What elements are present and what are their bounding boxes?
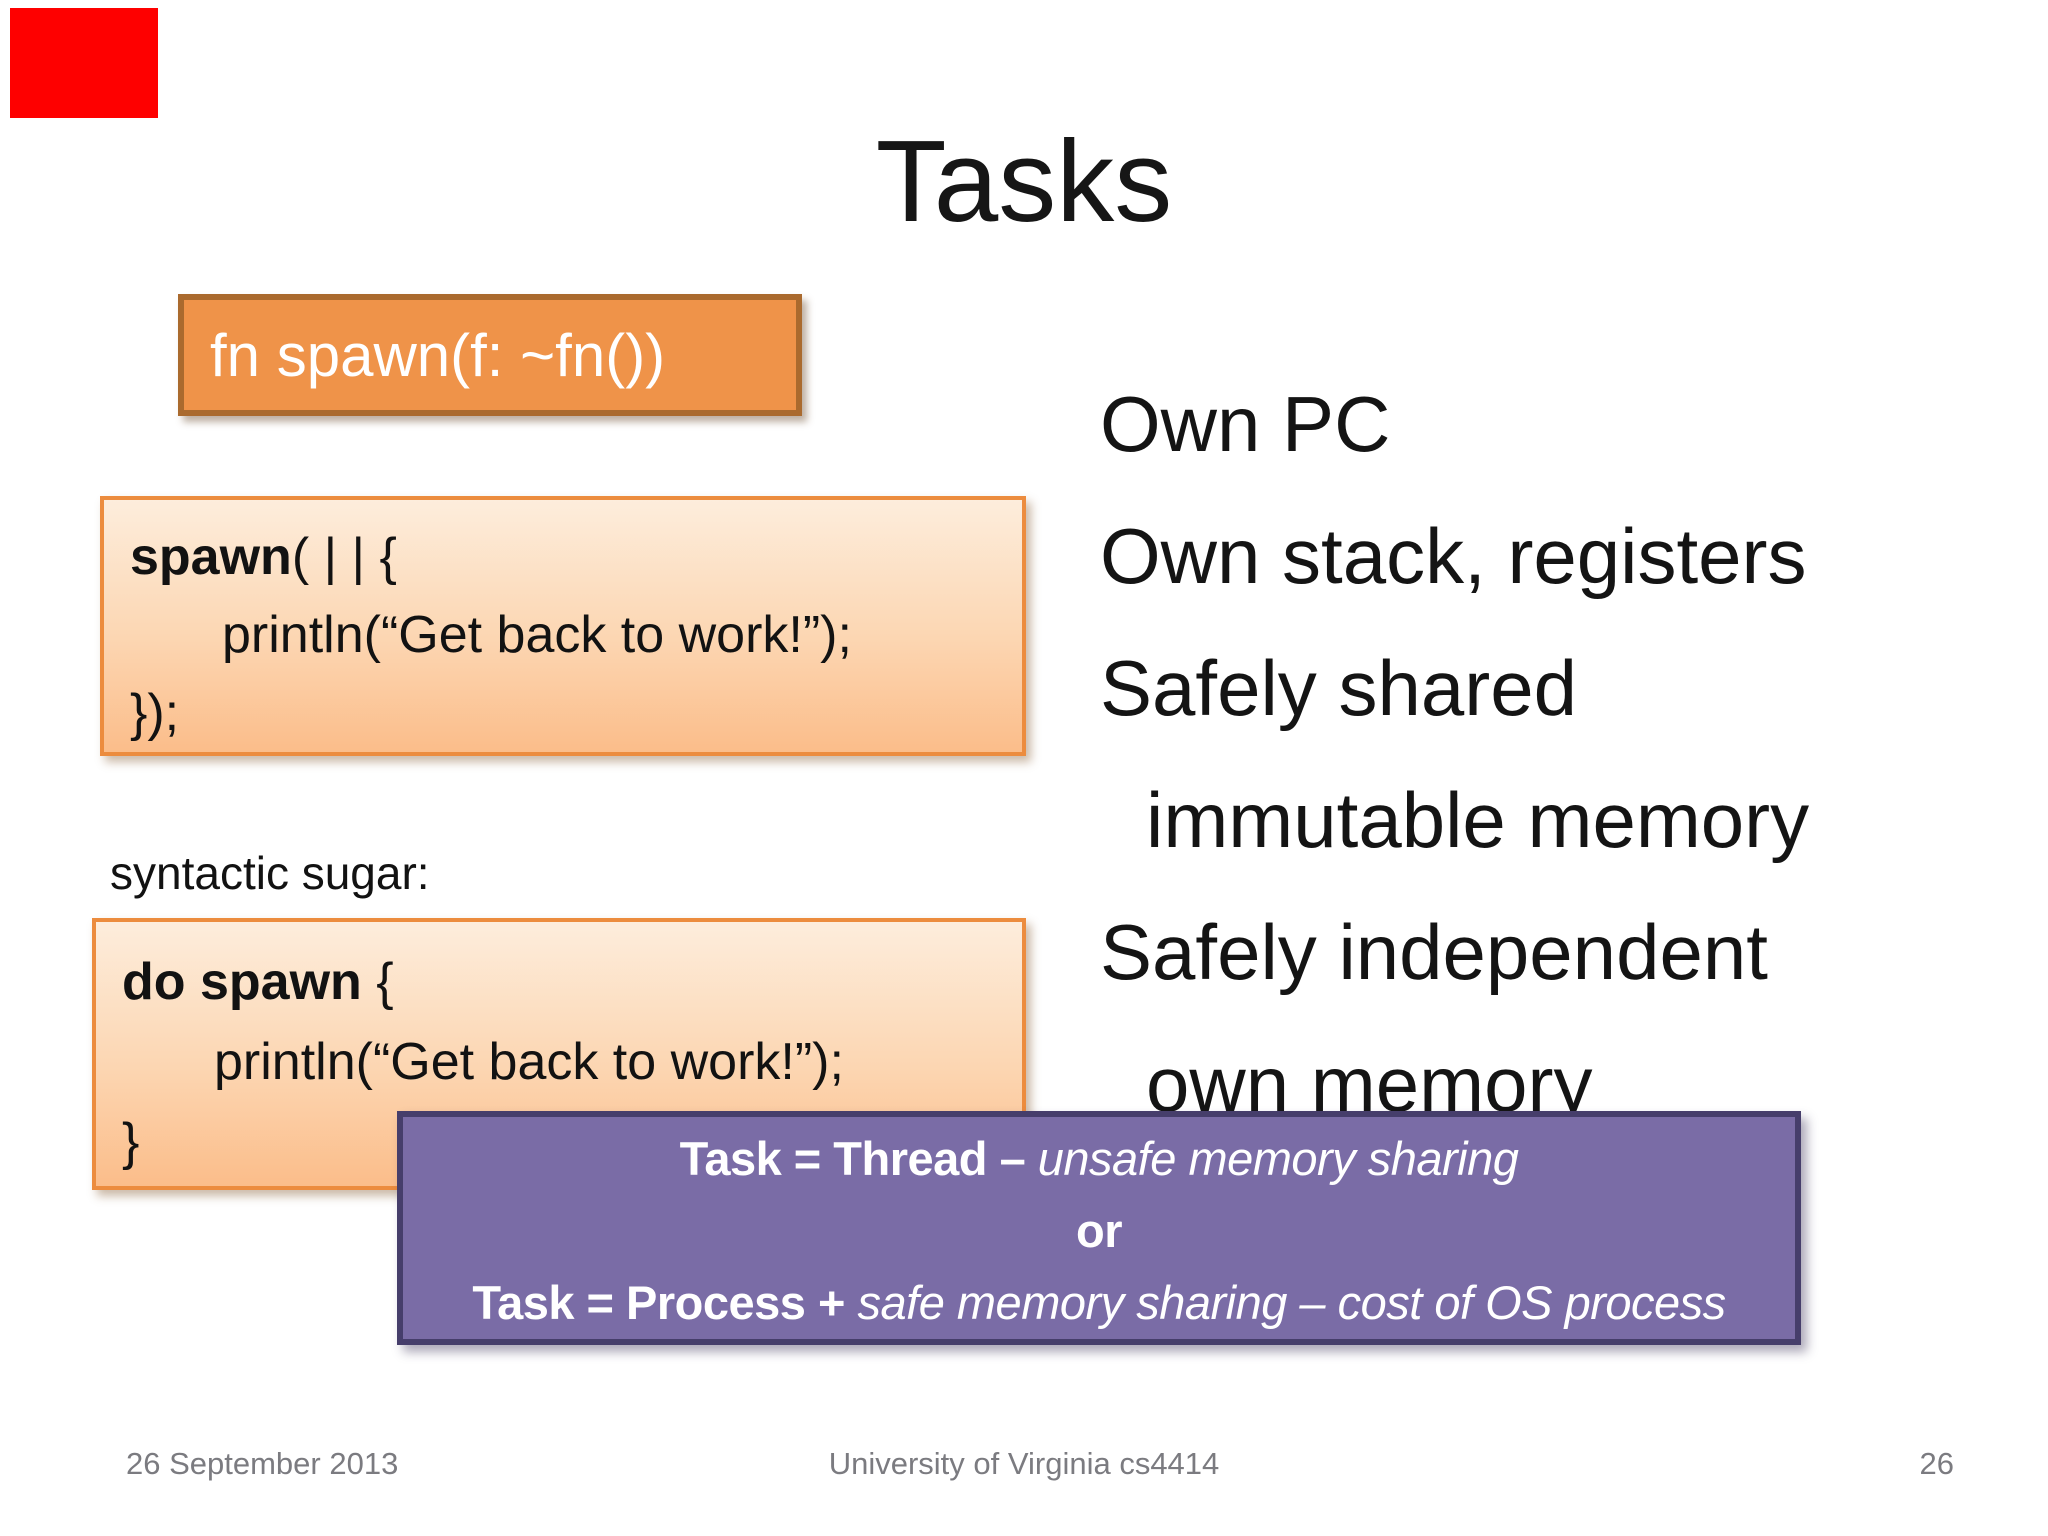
task-note-box: Task = Thread – unsafe memory sharing or… — [397, 1111, 1801, 1345]
slide-footer: 26 September 2013 University of Virginia… — [0, 1446, 2048, 1486]
task-note-italic: safe memory sharing – cost of OS process — [857, 1276, 1727, 1329]
task-properties-list: Own PC Own stack, registers Safely share… — [1100, 358, 1809, 1150]
syntactic-sugar-label: syntactic sugar: — [110, 847, 430, 899]
fn-signature-box: fn spawn(f: ~fn()) — [178, 294, 802, 416]
property-line: immutable memory — [1146, 776, 1810, 864]
footer-date: 26 September 2013 — [126, 1446, 399, 1481]
code-keyword: do spawn — [122, 953, 362, 1011]
code-line: println(“Get back to work!”); — [222, 606, 852, 664]
code-line: do spawn { — [122, 942, 1022, 1022]
code-line: println(“Get back to work!”); — [214, 1033, 844, 1091]
code-keyword: spawn — [130, 528, 292, 586]
code-line: spawn( | | { — [130, 518, 1022, 596]
code-line: }); — [130, 684, 180, 742]
task-note-bold: Task = Thread – — [679, 1132, 1038, 1185]
spawn-code-box: spawn( | | { println(“Get back to work!”… — [100, 496, 1026, 756]
property-line: Own PC — [1100, 380, 1391, 468]
code-text: ( | | { — [291, 528, 397, 586]
red-marker — [10, 8, 158, 118]
property-line: Safely shared — [1100, 644, 1577, 732]
task-note-or: or — [1076, 1204, 1123, 1257]
task-note-line: Task = Process + safe memory sharing – c… — [403, 1267, 1795, 1339]
property-line: Own stack, registers — [1100, 512, 1807, 600]
task-note-bold: Task = Process + — [472, 1276, 858, 1329]
task-note-italic: unsafe memory sharing — [1037, 1132, 1519, 1185]
code-line: } — [122, 1113, 140, 1171]
footer-course: University of Virginia cs4414 — [828, 1446, 1220, 1481]
task-note-line: Task = Thread – unsafe memory sharing — [403, 1123, 1795, 1195]
fn-signature-code: fn spawn(f: ~fn()) — [210, 321, 666, 389]
code-text: { — [361, 953, 394, 1011]
property-line: Safely independent — [1100, 908, 1768, 996]
footer-page-number: 26 — [1919, 1446, 1954, 1481]
page-title: Tasks — [875, 116, 1173, 246]
